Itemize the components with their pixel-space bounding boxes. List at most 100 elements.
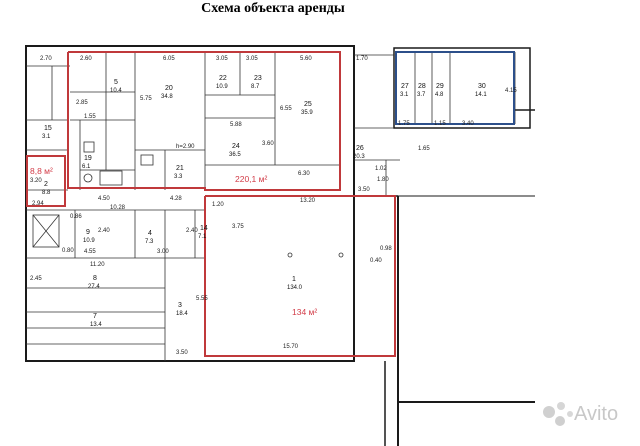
office-block-area: 220,1 м² xyxy=(235,174,267,184)
room-number: 5 xyxy=(114,79,118,86)
room-number: 25 xyxy=(304,101,312,108)
dimension: 2.45 xyxy=(30,276,42,282)
office-block-outline xyxy=(67,51,341,191)
dimension: 0.40 xyxy=(370,258,382,264)
room-number: 7 xyxy=(93,313,97,320)
interior-walls xyxy=(26,52,516,361)
dimension: 4.28 xyxy=(170,196,182,202)
room-area: 6.1 xyxy=(82,164,91,170)
dimension: 3.20 xyxy=(30,178,42,184)
dimension: 1.02 xyxy=(375,166,387,172)
dimension: 1.70 xyxy=(356,56,368,62)
dimension: 4.50 xyxy=(98,196,110,202)
room-number: 3 xyxy=(178,302,182,309)
room-area: 4.8 xyxy=(435,92,444,98)
room-area: 7.3 xyxy=(145,239,154,245)
room-number: 19 xyxy=(84,155,92,162)
dimension: 0.98 xyxy=(380,246,392,252)
dimension: 5.60 xyxy=(300,56,312,62)
room-number: 4 xyxy=(148,230,152,237)
dimension-labels: 2.70 2.60 6.05 3.05 3.05 5.60 1.70 2.85 … xyxy=(30,56,517,356)
room-number: 9 xyxy=(86,229,90,236)
room-area: 35.9 xyxy=(301,110,313,116)
room-area: 36.5 xyxy=(229,152,241,158)
room-labels: 1 134.0 2 8.8 3 18.4 4 7.3 5 10.4 7 13.4… xyxy=(42,75,487,328)
dimension: 3.05 xyxy=(246,56,258,62)
room-area: 8.7 xyxy=(251,84,260,90)
ceiling-height: h=2.90 xyxy=(176,144,195,150)
dimension: 2.70 xyxy=(40,56,52,62)
room-area: 7.1 xyxy=(198,234,207,240)
room-number: 8 xyxy=(93,275,97,282)
dimension: 4.15 xyxy=(505,88,517,94)
dimension: 13.20 xyxy=(300,198,316,204)
dimension: 5.55 xyxy=(196,296,208,302)
dimension: 2.85 xyxy=(76,100,88,106)
room-number: 20 xyxy=(165,85,173,92)
room-number: 24 xyxy=(232,143,240,150)
document-title: Схема объекта аренды xyxy=(201,1,345,16)
room-area: 3.1 xyxy=(400,92,409,98)
dimension: 3.75 xyxy=(232,224,244,230)
hall-outline xyxy=(204,195,396,357)
dimension: 3.40 xyxy=(462,121,474,127)
room-area: 13.4 xyxy=(90,322,102,328)
dimension: 1.75 xyxy=(398,121,410,127)
room-area: 10.9 xyxy=(216,84,228,90)
small-room-outline xyxy=(26,155,66,207)
room-number: 29 xyxy=(436,83,444,90)
room-number: 1 xyxy=(292,276,296,283)
room-number: 21 xyxy=(176,165,184,172)
dimension: 2.60 xyxy=(80,56,92,62)
room-number: 28 xyxy=(418,83,426,90)
dimension: 6.05 xyxy=(163,56,175,62)
room-number: 22 xyxy=(219,75,227,82)
dimension: 3.60 xyxy=(262,141,274,147)
room-number: 26 xyxy=(356,145,364,152)
dimension: 3.05 xyxy=(216,56,228,62)
dimension: 1.20 xyxy=(212,202,224,208)
room-number: 30 xyxy=(478,83,486,90)
room-area: 27.4 xyxy=(88,284,100,290)
dimension: 11.20 xyxy=(90,262,105,268)
dimension: 3.50 xyxy=(176,350,188,356)
dimension: 1.15 xyxy=(434,121,446,127)
room-number: 15 xyxy=(44,125,52,132)
dimension: 6.55 xyxy=(280,106,292,112)
dimension: 2.40 xyxy=(98,228,110,234)
leased-outlines xyxy=(26,51,396,357)
room-number: 23 xyxy=(254,75,262,82)
dimension: 5.75 xyxy=(140,96,152,102)
dimension: 15.70 xyxy=(283,344,299,350)
room-area: 20.3 xyxy=(353,154,365,160)
room-area: 3.3 xyxy=(174,174,183,180)
dimension: 3.00 xyxy=(157,249,169,255)
room-area: 134.0 xyxy=(287,285,303,291)
room-number: 2 xyxy=(44,181,48,188)
room-number: 14 xyxy=(200,225,208,232)
dimension: 5.88 xyxy=(230,122,242,128)
hall-area: 134 м² xyxy=(292,307,317,317)
small-room-area: 8,8 м² xyxy=(30,166,53,176)
room-area: 10.4 xyxy=(110,88,122,94)
room-number: 27 xyxy=(401,83,409,90)
room-area: 10.9 xyxy=(83,238,95,244)
avito-watermark: Avito xyxy=(543,402,618,426)
room-area: 18.4 xyxy=(176,311,188,317)
dimension: 3.50 xyxy=(358,187,370,193)
room-area: 3.7 xyxy=(417,92,426,98)
dimension: 0.80 xyxy=(62,248,74,254)
room-area: 8.8 xyxy=(42,190,51,196)
room-area: 3.1 xyxy=(42,134,51,140)
watermark-text: Avito xyxy=(574,403,618,425)
dimension: 1.80 xyxy=(377,177,389,183)
dimension: 0.86 xyxy=(70,214,82,220)
room-area: 14.1 xyxy=(475,92,487,98)
dimension: 2.40 xyxy=(186,228,198,234)
dimension: 10.28 xyxy=(110,205,126,211)
room-area: 34.8 xyxy=(161,94,173,100)
dimension: 2.94 xyxy=(32,201,44,207)
dimension: 1.65 xyxy=(418,146,430,152)
dimension: 1.55 xyxy=(84,114,96,120)
